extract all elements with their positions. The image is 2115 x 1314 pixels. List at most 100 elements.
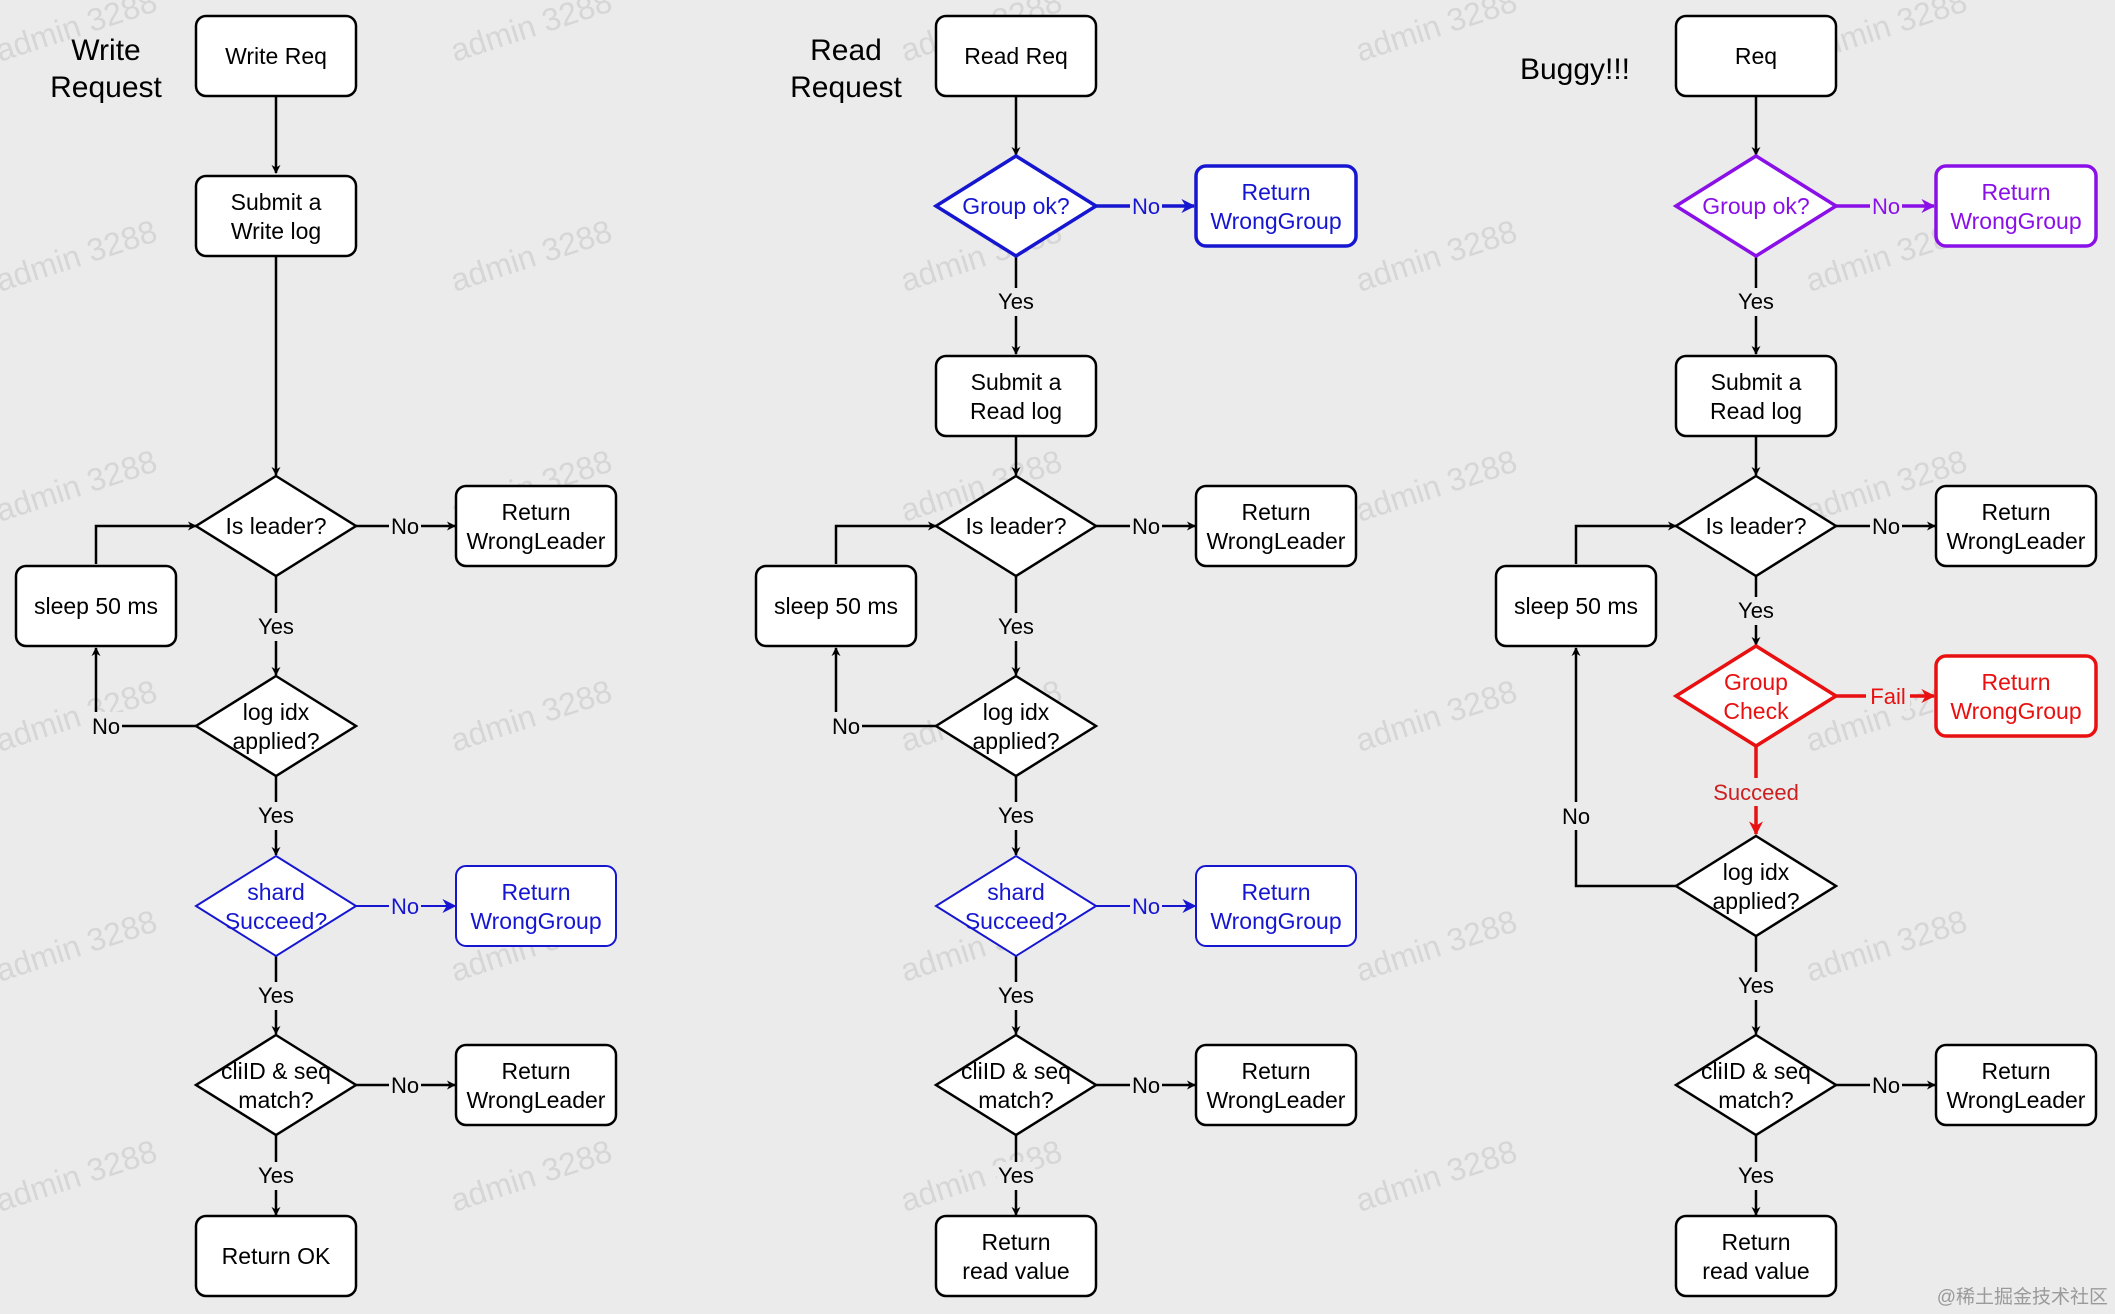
group-ok-label: Group ok?	[962, 193, 1069, 219]
leader-yes-label: Yes	[258, 614, 294, 639]
buggy-flow: Buggy!!! Req Group ok? No Return WrongGr…	[1494, 14, 2098, 1298]
read-request-flow: Read Request Read Req Group ok? No Retur…	[754, 14, 1358, 1298]
watermark: admin 3288	[446, 0, 616, 69]
clid-seq-diamond	[193, 1033, 359, 1137]
return-wronggroup-top-box	[1934, 164, 2098, 248]
leader-no-label-bg	[1130, 512, 1162, 540]
leader-yes-label-bg	[257, 613, 295, 641]
log-applied-diamond	[933, 674, 1099, 778]
return-wrongleader-line1: Return	[1981, 499, 2050, 525]
log-applied-line2: applied?	[1713, 888, 1800, 914]
sleep-box	[754, 564, 918, 648]
return-wrongleader-2-box	[1194, 1043, 1358, 1127]
return-wronggroup-red-line2: WrongGroup	[1950, 698, 2081, 724]
watermark: admin 3288	[1351, 443, 1521, 529]
log-applied-diamond	[1673, 834, 1839, 938]
applied-no-label-bg	[1560, 802, 1592, 830]
return-wrongleader-2-box	[454, 1043, 618, 1127]
shard-succeed-diamond	[194, 854, 358, 958]
leader-no-label: No	[1872, 514, 1900, 539]
applied-no-label: No	[832, 714, 860, 739]
return-wrongleader-2-box	[1934, 1043, 2098, 1127]
watermark: admin 3288	[0, 213, 161, 299]
return-wronggroup-line1: Return	[1241, 879, 1310, 905]
clid-yes-label: Yes	[258, 1163, 294, 1188]
leader-yes-label-bg	[1737, 597, 1775, 625]
log-applied-line1: log idx	[1723, 859, 1790, 885]
site-credit: @稀土掘金技术社区	[1937, 1286, 2108, 1308]
applied-no-label-bg	[90, 712, 122, 740]
watermark: admin 3288	[0, 1133, 161, 1219]
clid-seq-line2: match?	[1718, 1087, 1793, 1113]
leader-yes-label: Yes	[1738, 598, 1774, 623]
return-wrongleader-box	[454, 484, 618, 568]
column-title-line2: Request	[50, 71, 162, 104]
sleep-box	[14, 564, 178, 648]
return-wrongleader-2-line1: Return	[501, 1058, 570, 1084]
group-check-diamond	[1672, 643, 1840, 749]
return-read-value-line1: Return	[981, 1229, 1050, 1255]
shard-yes-label-bg	[997, 982, 1035, 1010]
return-ok-label: Return OK	[222, 1243, 331, 1269]
clid-seq-diamond	[933, 1033, 1099, 1137]
group-no-label-bg	[1870, 192, 1902, 220]
shard-yes-label-bg	[257, 982, 295, 1010]
clid-no-label: No	[1132, 1073, 1160, 1098]
return-ok-box	[194, 1214, 358, 1298]
clid-seq-line1: cliID & seq	[961, 1058, 1071, 1084]
return-wrongleader-2-line1: Return	[1981, 1058, 2050, 1084]
is-leader-label: Is leader?	[1705, 513, 1806, 539]
check-fail-label: Fail	[1870, 684, 1905, 709]
clid-no-label: No	[391, 1073, 419, 1098]
return-wronggroup-top-line2: WrongGroup	[1950, 208, 2081, 234]
is-leader-diamond	[933, 474, 1099, 578]
is-leader-diamond	[1673, 474, 1839, 578]
check-succeed-label-bg	[1713, 778, 1799, 806]
clid-seq-line2: match?	[978, 1087, 1053, 1113]
group-ok-diamond	[1672, 153, 1840, 259]
return-wronggroup-box	[455, 865, 617, 947]
submit-log-label-line2: Write log	[231, 218, 321, 244]
write-req-label: Write Req	[225, 43, 327, 69]
shard-succeed-line1: shard	[987, 879, 1045, 905]
read-req-box	[934, 14, 1098, 98]
column-title-line1: Buggy!!!	[1520, 53, 1630, 86]
watermark: admin 3288	[0, 673, 161, 759]
submit-log-label-line2: Read log	[1710, 398, 1802, 424]
group-yes-label: Yes	[998, 289, 1034, 314]
leader-yes-label-bg	[997, 613, 1035, 641]
read-req-label: Read Req	[964, 43, 1068, 69]
applied-yes-label: Yes	[258, 803, 294, 828]
applied-yes-label-bg	[997, 802, 1035, 830]
return-wrongleader-line1: Return	[501, 499, 570, 525]
return-wronggroup-top-box	[1194, 164, 1358, 248]
log-applied-line2: applied?	[973, 728, 1060, 754]
applied-yes-label-bg	[1737, 972, 1775, 1000]
sleep-label: sleep 50 ms	[774, 593, 898, 619]
column-title-line1: Read	[810, 34, 882, 67]
applied-yes-label: Yes	[1738, 973, 1774, 998]
return-read-value-line1: Return	[1721, 1229, 1790, 1255]
watermark: admin 3288	[1801, 903, 1971, 989]
edge-sleep-to-leader	[1574, 521, 1677, 564]
leader-no-label: No	[1132, 514, 1160, 539]
group-check-line2: Check	[1723, 698, 1789, 724]
return-read-value-box	[934, 1214, 1098, 1298]
req-label: Req	[1735, 43, 1777, 69]
watermark: admin 3288	[0, 903, 161, 989]
leader-no-label-bg	[389, 512, 421, 540]
log-applied-line2: applied?	[233, 728, 320, 754]
clid-seq-line1: cliID & seq	[1701, 1058, 1811, 1084]
return-wronggroup-line2: WrongGroup	[470, 908, 601, 934]
return-wrongleader-2-line2: WrongLeader	[1207, 1087, 1346, 1113]
watermark: admin 3288	[0, 443, 161, 529]
return-wronggroup-box	[1195, 865, 1357, 947]
sleep-label: sleep 50 ms	[1514, 593, 1638, 619]
log-applied-diamond	[193, 674, 359, 778]
watermark: admin 3288	[1351, 213, 1521, 299]
check-succeed-label: Succeed	[1713, 780, 1799, 805]
submit-log-label-line2: Read log	[970, 398, 1062, 424]
return-wrongleader-line1: Return	[1241, 499, 1310, 525]
submit-log-label-line1: Submit a	[231, 189, 322, 215]
